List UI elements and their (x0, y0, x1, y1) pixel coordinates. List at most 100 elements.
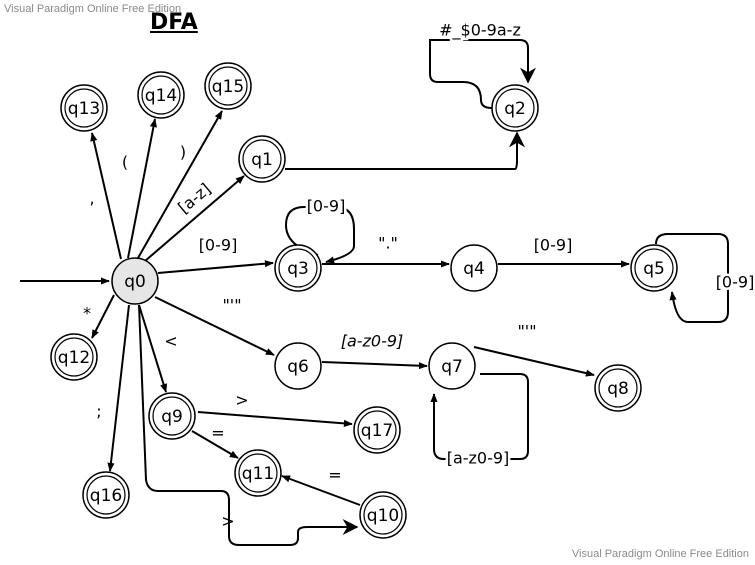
state-q14: q14 (137, 71, 185, 119)
edge-q0-q12 (91, 294, 115, 339)
transition-edges (20, 39, 729, 546)
state-label: q4 (463, 259, 485, 279)
state-circle (359, 491, 407, 539)
edge-label-q10-q11: = (328, 466, 341, 485)
state-q1: q1 (238, 135, 286, 183)
edge-label-q4-q5: [0-9] (534, 236, 573, 255)
state-circle (111, 257, 159, 305)
edge-q7-q8 (473, 346, 595, 377)
state-q2: q2 (491, 84, 539, 132)
accepting-ring (208, 66, 248, 106)
edge-q0-q6 (154, 296, 275, 356)
edge-label-q6-q7: [a-z0-9] (341, 332, 404, 351)
state-circle (50, 333, 98, 381)
accepting-ring (634, 248, 674, 288)
state-label: q16 (90, 486, 122, 506)
accepting-ring (54, 337, 94, 377)
state-circle (353, 406, 401, 454)
edge-label-q3-q3: [0-9] (307, 197, 346, 216)
state-q13: q13 (60, 84, 108, 132)
diagram-title: DFA (150, 10, 198, 35)
state-q16: q16 (82, 471, 130, 519)
edge-label-q7-q7: [a-z0-9] (447, 449, 510, 468)
edge-label-q9-q17: > (235, 391, 248, 410)
state-label: q9 (161, 407, 183, 427)
edge-label-q0-q3: [0-9] (199, 236, 238, 255)
accepting-ring (278, 248, 318, 288)
state-label: q14 (145, 86, 177, 106)
watermark-bottom: Visual Paradigm Online Free Edition (571, 548, 749, 560)
edge-label-q5-q5: [0-9] (716, 273, 755, 292)
edge-label-q0-q12: * (83, 304, 91, 323)
state-label: q17 (361, 421, 393, 441)
state-q12: q12 (50, 333, 98, 381)
state-circle (491, 84, 539, 132)
edge-label-q0-q14: ( (122, 153, 128, 172)
state-label: q0 (124, 272, 146, 292)
state-circle (428, 342, 476, 390)
watermark-top: Visual Paradigm Online Free Edition (4, 3, 182, 15)
edge-q3-q3 (284, 206, 355, 264)
state-circle (82, 471, 130, 519)
state-q3: q3 (274, 244, 322, 292)
state-label: q2 (504, 99, 526, 119)
accepting-ring (363, 495, 403, 535)
edge-q0-q3 (157, 260, 274, 274)
state-circle (204, 62, 252, 110)
accepting-ring (64, 88, 104, 128)
state-label: q5 (643, 259, 665, 279)
state-q10: q10 (359, 491, 407, 539)
state-circle (450, 244, 498, 292)
edge-q0-q15 (137, 110, 223, 259)
edge-q9-q17 (197, 411, 353, 427)
edge-label-q9-q11: = (211, 424, 224, 443)
edge-q0-q16 (107, 304, 130, 472)
edge-q9-q11 (191, 430, 239, 459)
state-circle (238, 135, 286, 183)
edge-label-q0-q10: > (221, 512, 234, 531)
state-label: q1 (251, 150, 273, 170)
edge-q1-q2 (285, 131, 525, 170)
state-q9: q9 (148, 392, 196, 440)
edge-q7-q7 (430, 373, 529, 460)
edge-q0-q13 (90, 132, 122, 260)
edge-q0-q9 (138, 304, 168, 393)
state-circle (234, 449, 282, 497)
edge-label-q0-q6: "'" (222, 296, 241, 315)
state-q11: q11 (234, 449, 282, 497)
state-q5: q5 (630, 244, 678, 292)
state-label: q11 (242, 464, 274, 484)
accepting-ring (357, 410, 397, 450)
state-circle (60, 84, 108, 132)
accepting-ring (238, 453, 278, 493)
state-circle (274, 342, 322, 390)
state-q17: q17 (353, 406, 401, 454)
state-q6: q6 (274, 342, 322, 390)
transition-labels: ,()[a-z]#_$0-9a-z[0-9][0-9]"."[0-9][0-9]… (83, 18, 755, 531)
state-circle (148, 392, 196, 440)
edge-q6-q7 (321, 361, 428, 370)
state-label: q7 (441, 357, 463, 377)
state-q4: q4 (450, 244, 498, 292)
edge-label-q3-q4: "." (378, 234, 398, 253)
state-label: q6 (287, 357, 309, 377)
state-circle (630, 244, 678, 292)
state-label: q8 (607, 379, 629, 399)
edge-label-q7-q8: "'" (517, 322, 536, 341)
state-q7: q7 (428, 342, 476, 390)
state-circle (137, 71, 185, 119)
edge-q10-q11 (281, 475, 361, 506)
edge-q0-q10 (138, 304, 359, 546)
edge-q0-q1 (144, 175, 245, 262)
edge-label-q0-q16: ; (96, 402, 101, 421)
edge-label-q0-q13: , (89, 189, 94, 208)
accepting-ring (141, 75, 181, 115)
accepting-ring (86, 475, 126, 515)
state-q0: q0 (111, 257, 159, 305)
state-q8: q8 (594, 364, 642, 412)
state-circle (594, 364, 642, 412)
state-circle (274, 244, 322, 292)
edge-q0-q14 (127, 118, 157, 259)
